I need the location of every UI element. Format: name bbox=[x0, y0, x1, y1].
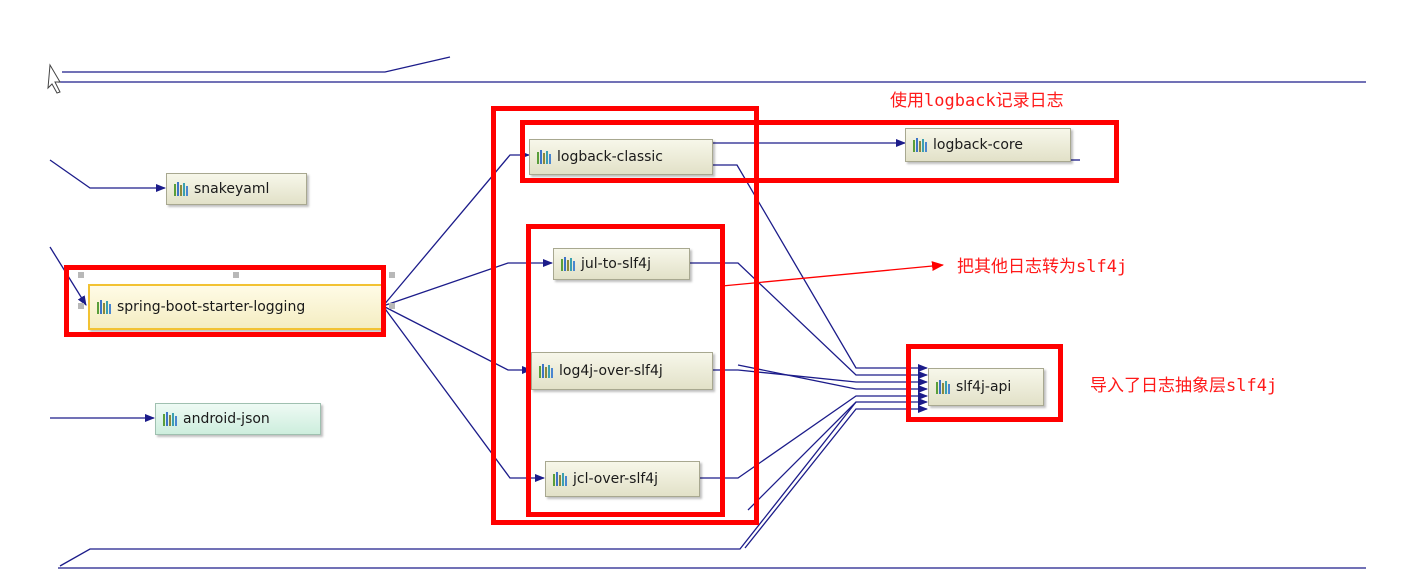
annotation-arrow bbox=[721, 261, 944, 287]
selection-handle[interactable] bbox=[233, 272, 239, 278]
node-slf4j-api[interactable]: slf4j-api bbox=[928, 368, 1044, 406]
edge-starter-to-jul bbox=[382, 259, 553, 307]
library-bars-icon bbox=[560, 256, 576, 272]
node-label: logback-classic bbox=[557, 149, 664, 165]
library-bars-icon bbox=[912, 137, 928, 153]
library-bars-icon bbox=[173, 181, 189, 197]
edge-log4j-to-api bbox=[713, 369, 928, 386]
node-label: snakeyaml bbox=[194, 181, 270, 197]
selection-handle[interactable] bbox=[78, 303, 84, 309]
selection-handle[interactable] bbox=[389, 303, 395, 309]
library-bars-icon bbox=[162, 411, 178, 427]
edge-jcl-to-api bbox=[700, 392, 928, 479]
annotation-bridge: 把其他日志转为slf4j bbox=[957, 257, 1128, 277]
node-label: slf4j-api bbox=[956, 379, 1012, 395]
node-snakeyaml[interactable]: snakeyaml bbox=[166, 173, 307, 205]
node-logback-classic[interactable]: logback-classic bbox=[529, 139, 713, 175]
cursor-icon bbox=[47, 63, 61, 94]
node-label: jcl-over-slf4j bbox=[573, 471, 659, 487]
edge-extra-3-to-api bbox=[744, 405, 928, 549]
edge-starter-to-jcl bbox=[382, 305, 545, 482]
node-log4j-over-slf4j[interactable]: log4j-over-slf4j bbox=[531, 352, 713, 390]
library-bars-icon bbox=[96, 299, 112, 315]
library-bars-icon bbox=[536, 149, 552, 165]
node-jul-to-slf4j[interactable]: jul-to-slf4j bbox=[553, 248, 690, 280]
library-bars-icon bbox=[552, 471, 568, 487]
edge-extra-2-to-api bbox=[747, 398, 928, 511]
annotation-abstraction: 导入了日志抽象层slf4j bbox=[1090, 376, 1278, 396]
node-label: spring-boot-starter-logging bbox=[117, 299, 306, 315]
node-spring-boot-starter-logging[interactable]: spring-boot-starter-logging bbox=[88, 284, 383, 330]
node-logback-core[interactable]: logback-core bbox=[905, 128, 1071, 162]
node-android-json[interactable]: android-json bbox=[155, 403, 321, 435]
edge-extra-1-to-api bbox=[737, 364, 928, 393]
library-bars-icon bbox=[935, 379, 951, 395]
edge-top-1 bbox=[62, 56, 451, 73]
edge-starter-to-log4j bbox=[382, 305, 532, 374]
library-bars-icon bbox=[538, 363, 554, 379]
node-jcl-over-slf4j[interactable]: jcl-over-slf4j bbox=[545, 461, 700, 497]
selection-handle[interactable] bbox=[78, 272, 84, 278]
edge-bottom-1 bbox=[59, 401, 857, 567]
edge-jul-to-api bbox=[690, 262, 928, 379]
node-label: android-json bbox=[183, 411, 270, 427]
edge-to-snakeyaml bbox=[49, 159, 166, 192]
annotation-logback: 使用logback记录日志 bbox=[890, 91, 1064, 111]
edge-classic-to-api bbox=[713, 164, 928, 372]
selection-handle[interactable] bbox=[389, 272, 395, 278]
node-label: logback-core bbox=[933, 137, 1023, 153]
edge-starter-to-logback-classic bbox=[382, 151, 530, 307]
node-label: log4j-over-slf4j bbox=[559, 363, 663, 379]
node-label: jul-to-slf4j bbox=[581, 256, 651, 272]
